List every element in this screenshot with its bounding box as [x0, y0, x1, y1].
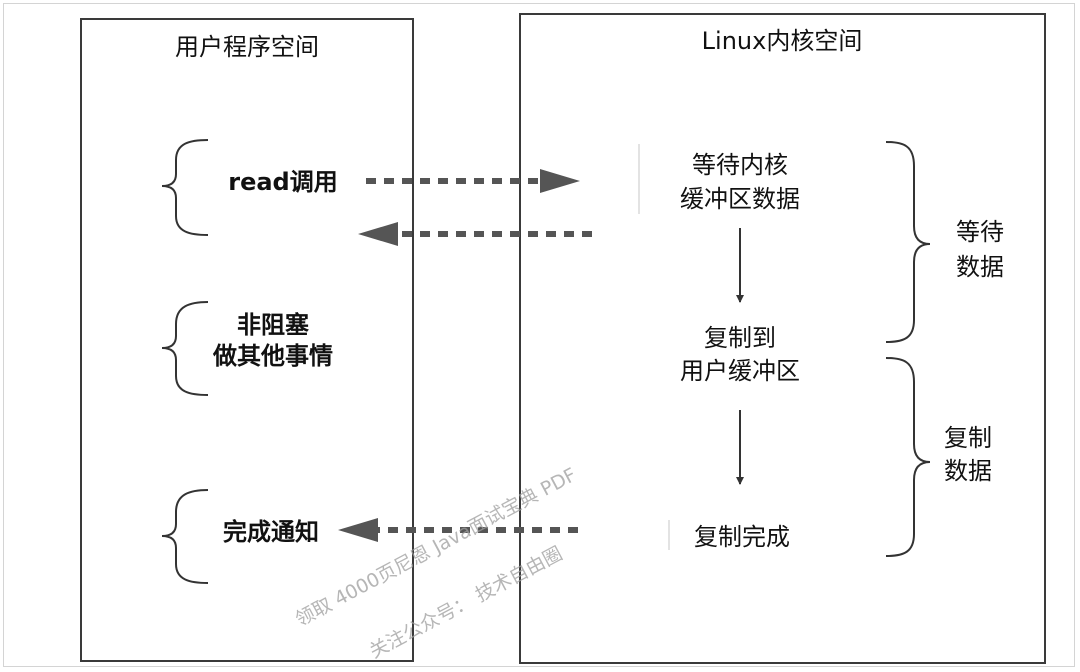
label-artifact-bar: [638, 144, 640, 214]
phase-wait-data-label: 数据: [956, 253, 1004, 281]
brace-wait-phase: [885, 141, 931, 343]
complete-notice-label: 完成通知: [223, 518, 319, 546]
diagram-frame: [3, 3, 1075, 667]
arrow-complete-notice: [338, 518, 578, 542]
non-blocking-label: 非阻塞: [237, 311, 309, 339]
phase-wait-label: 等待: [956, 218, 1004, 246]
copy-done-label: 复制完成: [694, 523, 790, 551]
user-space-title: 用户程序空间: [175, 33, 319, 61]
arrow-kernel-return: [358, 222, 592, 246]
brace-copy-phase: [885, 357, 931, 557]
kernel-space-title: Linux内核空间: [701, 27, 863, 55]
kernel-space-panel: [519, 13, 1046, 664]
read-call-label: read调用: [228, 168, 338, 196]
user-buffer-label: 用户缓冲区: [680, 357, 800, 385]
arrow-read-to-kernel: [366, 169, 580, 193]
brace-complete-notice: [161, 489, 209, 584]
user-space-panel: [80, 18, 414, 662]
copy-to-label: 复制到: [704, 324, 776, 352]
phase-copy-data-label: 数据: [944, 457, 992, 485]
wait-kernel-label: 等待内核: [692, 151, 788, 179]
kernel-buffer-data-label: 缓冲区数据: [680, 185, 800, 213]
brace-non-blocking: [161, 301, 209, 396]
label-artifact-bar: [668, 520, 670, 550]
brace-read-call: [161, 139, 209, 236]
phase-copy-label: 复制: [944, 424, 992, 452]
do-other-things-label: 做其他事情: [213, 342, 333, 370]
